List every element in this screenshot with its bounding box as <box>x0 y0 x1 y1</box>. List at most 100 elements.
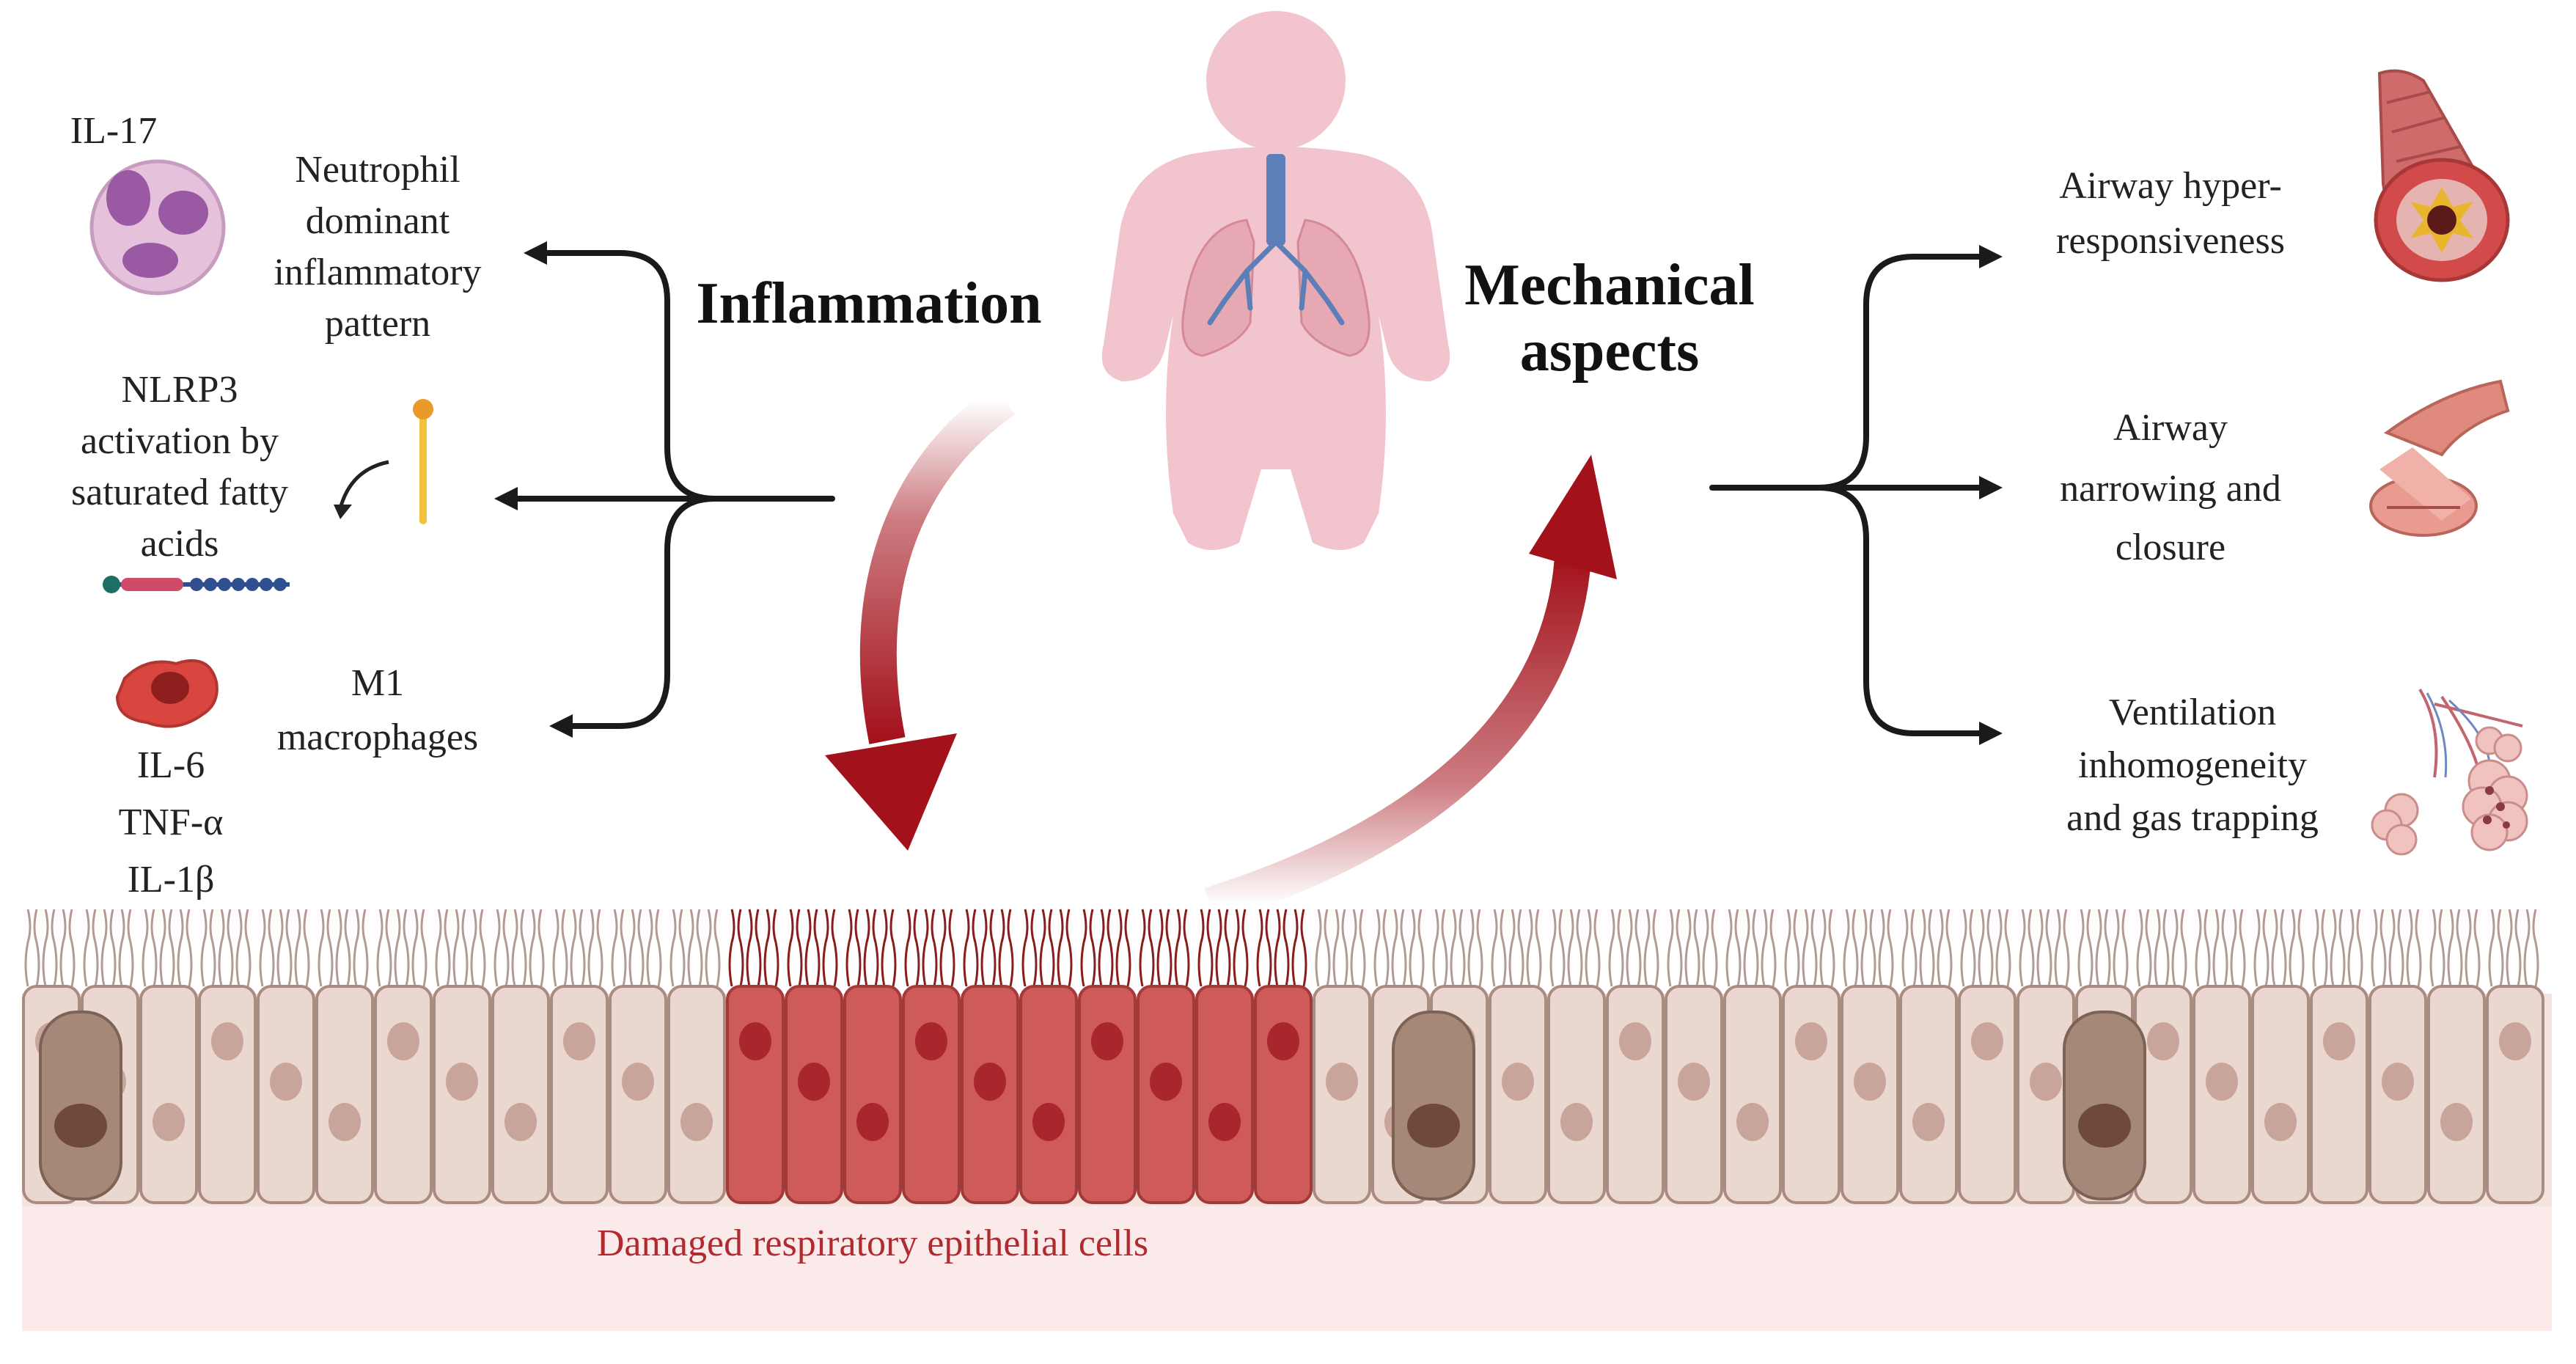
cilium <box>1711 909 1718 987</box>
cilium <box>1382 909 1390 987</box>
cilium <box>1174 909 1181 987</box>
cell-nucleus <box>1407 1104 1460 1148</box>
cilium <box>276 909 284 987</box>
cilium <box>2019 909 2026 987</box>
cilium <box>1089 909 1096 987</box>
cilium <box>1332 909 1340 987</box>
cilium <box>863 909 870 987</box>
cilium <box>2388 909 2396 987</box>
cilium <box>1743 909 1750 987</box>
cilium <box>1039 909 1046 987</box>
cell-nucleus <box>2206 1063 2238 1101</box>
cilium <box>362 909 369 987</box>
cilium <box>1643 909 1651 987</box>
cilium <box>33 909 40 987</box>
cell-nucleus <box>563 1022 595 1060</box>
fatty-acid-icon <box>103 399 433 593</box>
cilium <box>998 909 1005 987</box>
cilium <box>1030 909 1038 987</box>
cilium <box>1626 909 1633 987</box>
cilium <box>1156 909 1164 987</box>
cilium <box>502 909 510 987</box>
cilium <box>2465 909 2472 987</box>
cilium <box>344 909 351 987</box>
cilium <box>552 909 559 987</box>
cell-nucleus <box>153 1103 185 1141</box>
left-branch-arrows <box>494 241 835 738</box>
nlrp3-line4: acids <box>141 523 219 565</box>
cilium <box>1324 909 1331 987</box>
healthy-cell <box>1606 985 1665 1204</box>
healthy-cell <box>491 985 550 1204</box>
cilium <box>2347 909 2355 987</box>
cilium <box>746 909 753 987</box>
cilium <box>1283 909 1290 987</box>
cell-nucleus <box>1971 1022 2003 1060</box>
cilium <box>822 909 829 987</box>
cilium <box>646 909 653 987</box>
cell-nucleus <box>2078 1104 2131 1148</box>
ventilation-line3: and gas trapping <box>2066 797 2319 839</box>
damaged-cell <box>843 985 902 1204</box>
cilium <box>2095 909 2102 987</box>
cilium <box>435 909 442 987</box>
cilium <box>1065 909 1073 987</box>
cilium <box>1467 909 1475 987</box>
cilium <box>2312 909 2319 987</box>
cilium <box>1458 909 1466 987</box>
cell-nucleus <box>1326 1063 1358 1101</box>
cilium <box>1937 909 1944 987</box>
cilium <box>2063 909 2070 987</box>
cilium <box>1350 909 1357 987</box>
cilium <box>1734 909 1742 987</box>
cilium <box>1165 909 1173 987</box>
cell-nucleus <box>2030 1063 2062 1101</box>
cilium <box>1057 909 1064 987</box>
cilium <box>537 909 545 987</box>
cilium <box>2271 909 2278 987</box>
cilium <box>218 909 225 987</box>
cilium <box>1535 909 1542 987</box>
cilium <box>259 909 266 987</box>
cilium <box>1986 909 1994 987</box>
cilium <box>1652 909 1659 987</box>
damaged-cell <box>1195 985 1254 1204</box>
cilium <box>1021 909 1029 987</box>
cell-nucleus <box>798 1063 830 1101</box>
cilium <box>2239 909 2246 987</box>
healthy-cell <box>1547 985 1606 1204</box>
cilium <box>159 909 166 987</box>
cell-nucleus <box>1854 1063 1886 1101</box>
epithelial-cells <box>22 985 2544 1204</box>
cilium <box>596 909 603 987</box>
inflammation-title: Inflammation <box>696 271 1041 336</box>
cilium <box>353 909 360 987</box>
cilium <box>470 909 477 987</box>
cilium <box>972 909 979 987</box>
cilium <box>1843 909 1850 987</box>
cilium <box>1206 909 1214 987</box>
cilium <box>1241 909 1249 987</box>
cilium <box>200 909 208 987</box>
cilium <box>92 909 99 987</box>
cilium <box>1517 909 1524 987</box>
cilium <box>493 909 501 987</box>
cell-nucleus <box>2440 1103 2473 1141</box>
cell-nucleus <box>54 1104 107 1148</box>
cilium <box>326 909 334 987</box>
cilium <box>845 909 853 987</box>
cell-nucleus <box>739 1022 771 1060</box>
cilium <box>403 909 410 987</box>
cilium <box>1107 909 1114 987</box>
cilium <box>2532 909 2539 987</box>
cilium <box>1491 909 1498 987</box>
cilium <box>1969 909 1976 987</box>
ventilation-line1: Ventilation <box>2109 692 2276 733</box>
cilium <box>186 909 193 987</box>
cilium <box>1945 909 1953 987</box>
cilium <box>118 909 125 987</box>
cilium <box>678 909 686 987</box>
cilium <box>2262 909 2269 987</box>
cilium <box>1960 909 1967 987</box>
